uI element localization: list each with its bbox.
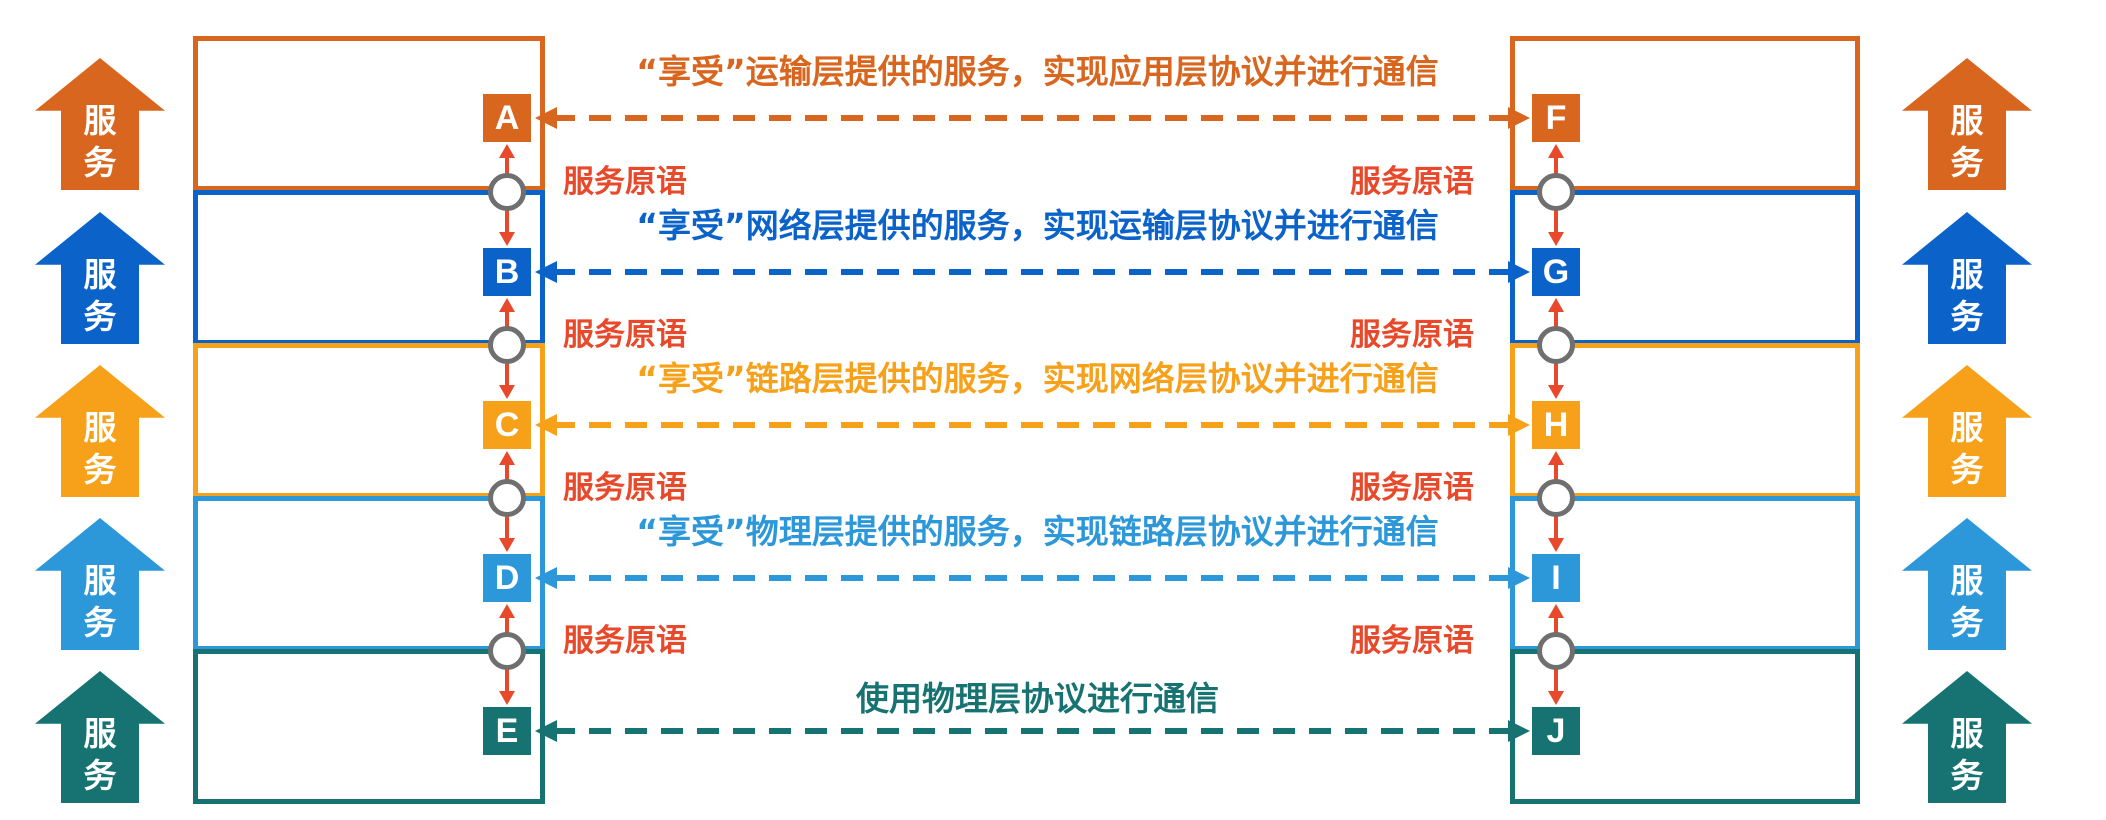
right-service-up-arrow-transport: 服务: [1902, 212, 2032, 344]
right-service-up-arrow-network: 服务: [1902, 365, 2032, 497]
service-arrow-char: 服: [1950, 408, 1984, 447]
quoted-enjoy-text: “享受”: [636, 52, 746, 91]
quoted-enjoy-text: “享受”: [636, 359, 746, 398]
service-arrow-char: 务: [1950, 603, 1984, 642]
service-arrow-char: 服: [83, 101, 117, 140]
service-arrow-char: 务: [83, 603, 117, 642]
left-service-up-arrow-datalink: 服务: [35, 518, 165, 650]
service-description-text: 运输层提供的服务，实现应用层协议并进行通信: [745, 52, 1439, 91]
right-node-I: I: [1532, 554, 1580, 602]
quoted-enjoy-text: “享受”: [636, 206, 746, 245]
service-arrow-char: 务: [1950, 297, 1984, 336]
service-arrow-char: 服: [83, 408, 117, 447]
service-arrow-char: 务: [83, 450, 117, 489]
service-arrow-label: 服务: [75, 713, 125, 797]
left-node-C: C: [483, 401, 531, 449]
right-service-access-point-1: [1537, 173, 1575, 211]
service-description-network: “享受”链路层提供的服务，实现网络层协议并进行通信: [560, 352, 1515, 400]
right-service-primitive-label-3: 服务原语: [1350, 470, 1474, 506]
service-description-application: “享受”运输层提供的服务，实现应用层协议并进行通信: [560, 45, 1515, 93]
service-arrow-char: 务: [1950, 756, 1984, 795]
service-arrow-char: 服: [83, 255, 117, 294]
service-arrow-label: 服务: [1942, 560, 1992, 644]
service-arrow-label: 服务: [1942, 254, 1992, 338]
service-description-text: 物理层提供的服务，实现链路层协议并进行通信: [745, 512, 1439, 551]
service-arrow-label: 服务: [1942, 407, 1992, 491]
service-description-datalink: “享受”物理层提供的服务，实现链路层协议并进行通信: [560, 505, 1515, 553]
service-arrow-char: 服: [1950, 101, 1984, 140]
service-arrow-char: 务: [83, 756, 117, 795]
service-arrow-char: 务: [83, 297, 117, 336]
service-arrow-char: 服: [83, 714, 117, 753]
left-node-B: B: [483, 248, 531, 296]
service-arrow-label: 服务: [75, 560, 125, 644]
service-arrow-char: 务: [83, 143, 117, 182]
right-service-primitive-label-4: 服务原语: [1350, 623, 1474, 659]
right-service-up-arrow-application: 服务: [1902, 58, 2032, 190]
right-node-J: J: [1532, 707, 1580, 755]
right-service-access-point-2: [1537, 326, 1575, 364]
right-service-up-arrow-datalink: 服务: [1902, 518, 2032, 650]
service-description-physical: 使用物理层协议进行通信: [560, 672, 1515, 720]
service-arrow-char: 服: [1950, 255, 1984, 294]
right-node-H: H: [1532, 401, 1580, 449]
right-node-G: G: [1532, 248, 1580, 296]
service-description-transport: “享受”网络层提供的服务，实现运输层协议并进行通信: [560, 199, 1515, 247]
left-service-access-point-4: [488, 632, 526, 670]
left-service-access-point-3: [488, 479, 526, 517]
service-arrow-label: 服务: [1942, 100, 1992, 184]
left-service-access-point-2: [488, 326, 526, 364]
left-service-up-arrow-network: 服务: [35, 365, 165, 497]
left-service-primitive-label-4: 服务原语: [563, 623, 687, 659]
service-arrow-char: 务: [1950, 450, 1984, 489]
right-service-access-point-3: [1537, 479, 1575, 517]
service-arrow-label: 服务: [1942, 713, 1992, 797]
left-node-E: E: [483, 707, 531, 755]
left-node-A: A: [483, 94, 531, 142]
right-service-access-point-4: [1537, 632, 1575, 670]
service-arrow-char: 服: [1950, 561, 1984, 600]
service-description-text: 使用物理层协议进行通信: [856, 679, 1219, 718]
quoted-enjoy-text: “享受”: [636, 512, 746, 551]
service-arrow-label: 服务: [75, 407, 125, 491]
right-service-primitive-label-2: 服务原语: [1350, 317, 1474, 353]
right-service-primitive-label-1: 服务原语: [1350, 164, 1474, 200]
service-arrow-char: 服: [83, 561, 117, 600]
left-service-up-arrow-application: 服务: [35, 58, 165, 190]
service-description-text: 网络层提供的服务，实现运输层协议并进行通信: [745, 206, 1439, 245]
left-node-D: D: [483, 554, 531, 602]
service-description-text: 链路层提供的服务，实现网络层协议并进行通信: [745, 359, 1439, 398]
left-service-primitive-label-1: 服务原语: [563, 164, 687, 200]
left-service-up-arrow-physical: 服务: [35, 671, 165, 803]
left-service-up-arrow-transport: 服务: [35, 212, 165, 344]
service-arrow-label: 服务: [75, 254, 125, 338]
right-transport-layer-box: [1510, 190, 1860, 345]
left-service-access-point-1: [488, 173, 526, 211]
left-service-primitive-label-3: 服务原语: [563, 470, 687, 506]
service-arrow-label: 服务: [75, 100, 125, 184]
service-arrow-char: 务: [1950, 143, 1984, 182]
right-node-F: F: [1532, 94, 1580, 142]
right-service-up-arrow-physical: 服务: [1902, 671, 2032, 803]
left-application-layer-box: [193, 36, 545, 191]
service-arrow-char: 服: [1950, 714, 1984, 753]
left-service-primitive-label-2: 服务原语: [563, 317, 687, 353]
